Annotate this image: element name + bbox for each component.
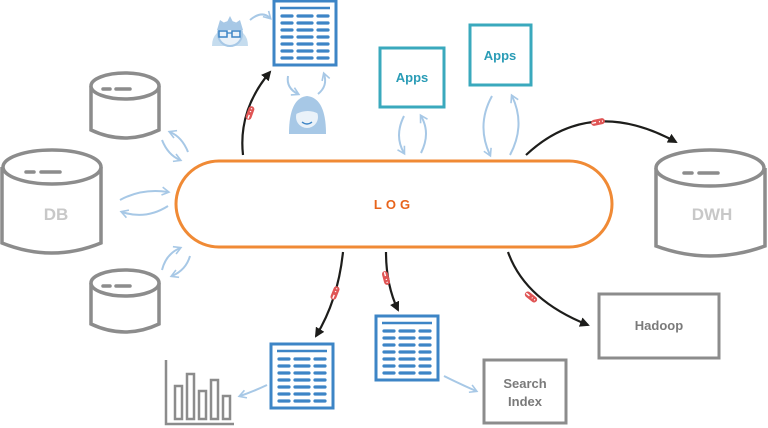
message-icon (522, 289, 540, 305)
log-label: LOG (374, 197, 414, 212)
small-database-top (89, 71, 161, 140)
dwh-label: DWH (692, 205, 733, 224)
table-icon (374, 314, 440, 382)
log: LOG (174, 159, 614, 249)
bar-chart-icon (164, 360, 234, 426)
hadoop-box: Hadoop (597, 292, 721, 360)
small-database-bottom (89, 268, 161, 334)
message-icon (380, 269, 392, 287)
hadoop-label: Hadoop (635, 318, 683, 333)
table-icon (272, 0, 338, 67)
database-dwh: DWH (654, 148, 767, 258)
person-icon (212, 16, 248, 47)
db-label: DB (44, 205, 69, 224)
message-icon (328, 284, 342, 302)
database-db: DB (0, 148, 103, 255)
message-icon (589, 116, 607, 128)
person-icon (289, 96, 326, 134)
apps-box-1: Apps (378, 46, 446, 109)
table-icon (269, 342, 335, 410)
apps-label-1: Apps (396, 70, 429, 85)
sync-arrows (119, 10, 520, 399)
apps-label-2: Apps (484, 48, 517, 63)
apps-box-2: Apps (468, 23, 533, 87)
search-index-label-line1: Search (503, 376, 546, 391)
search-index-label-line2: Index (508, 394, 543, 409)
search-index-box: Search Index (482, 358, 568, 425)
